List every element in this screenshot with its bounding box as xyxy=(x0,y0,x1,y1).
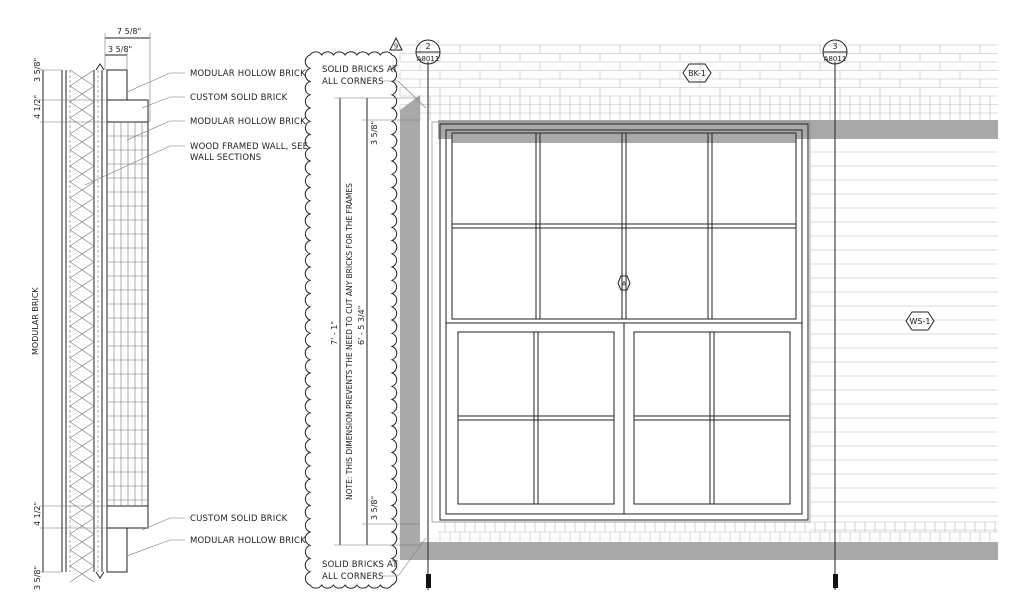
insulation-zigzag xyxy=(69,69,95,583)
callout-leaders xyxy=(84,72,185,557)
grid-bubble-2[interactable]: 2 A8011 xyxy=(415,39,441,65)
dim-side-1: 3 5/8" xyxy=(33,58,42,82)
muntin xyxy=(709,331,715,505)
dim-7-5-8: 7 5/8" xyxy=(117,27,141,36)
muntin xyxy=(457,415,615,421)
window-elevation: 2 A8011 3 A8011 BK-1 WS-1 A xyxy=(399,39,998,590)
dim-side-2: 4 1/2" xyxy=(33,95,42,119)
revision-cloud: 9 SOLID BRICKS AT ALL CORNERS SOLID BRIC… xyxy=(304,36,427,589)
upper-sash xyxy=(451,132,797,320)
grid-number: 3 xyxy=(832,42,837,51)
callout-modular-hollow-brick-1: MODULAR HOLLOW BRICK xyxy=(190,69,306,79)
grid-bubble-3[interactable]: 3 A8011 xyxy=(822,39,848,65)
dim-side-3: 4 1/2" xyxy=(33,502,42,526)
muntin xyxy=(633,415,791,421)
revision-number: 9 xyxy=(394,43,398,51)
bottom-corner-note-1: SOLID BRICKS AT xyxy=(322,560,398,570)
insulation-zigzag xyxy=(69,69,95,583)
callout-modular-hollow-brick-3: MODULAR HOLLOW BRICK xyxy=(190,536,306,546)
tag-text: BK-1 xyxy=(688,69,706,78)
muntin xyxy=(621,132,627,320)
opening-dim: 6' - 5 3/4" xyxy=(357,306,366,345)
brick-tag-bk-1[interactable]: BK-1 xyxy=(682,63,712,83)
jamb-shade xyxy=(400,95,420,560)
revision-triangle[interactable]: 9 xyxy=(389,36,403,51)
window-tag-a[interactable]: A xyxy=(617,275,631,291)
head-shadow xyxy=(452,133,796,143)
dim-side-4: 3 5/8" xyxy=(33,566,42,590)
lower-right-sash xyxy=(633,331,791,505)
modular-brick-label: MODULAR BRICK xyxy=(31,287,40,355)
callout-custom-solid-brick-1: CUSTOM SOLID BRICK xyxy=(190,93,288,103)
overall-dim: 7' - 1" xyxy=(330,321,339,345)
muntin xyxy=(533,331,539,505)
siding-lines xyxy=(810,151,998,531)
brick-coursing xyxy=(399,44,998,542)
muntin xyxy=(451,223,797,229)
tag-text: WS-1 xyxy=(910,317,931,326)
siding-tag-ws-1[interactable]: WS-1 xyxy=(905,311,935,331)
callout-wood-framed-wall-2: WALL SECTIONS xyxy=(190,153,261,163)
sill-shade-band xyxy=(400,542,998,560)
lower-left-sash xyxy=(457,331,615,505)
muntin xyxy=(535,132,541,320)
wall-section-body xyxy=(61,63,149,583)
grid-sheet: A8011 xyxy=(824,55,847,63)
callout-custom-solid-brick-2: CUSTOM SOLID BRICK xyxy=(190,514,288,524)
window-a xyxy=(446,132,802,514)
top-corner-note-1: SOLID BRICKS AT xyxy=(322,65,398,75)
top-corner-note-2: ALL CORNERS xyxy=(322,77,384,87)
grid-sheet: A8011 xyxy=(417,55,440,63)
callout-wood-framed-wall: WOOD FRAMED WALL, SEE xyxy=(190,142,308,152)
grid-number: 2 xyxy=(425,42,430,51)
tag-text: A xyxy=(622,280,627,288)
muntin xyxy=(707,132,713,320)
callout-modular-hollow-brick-2: MODULAR HOLLOW BRICK xyxy=(190,117,306,127)
bottom-corner-note-2: ALL CORNERS xyxy=(322,572,384,582)
wall-section-detail: 7 5/8" 3 5/8" 3 5/8" 4 1/2" 4 1/2" 3 5/8… xyxy=(31,27,308,590)
bottom-small-dim: 3 5/8" xyxy=(370,496,379,520)
dimension-note: NOTE: THIS DIMENSION PREVENTS THE NEED T… xyxy=(345,183,354,500)
dim-3-5-8-top: 3 5/8" xyxy=(108,45,132,54)
top-small-dim: 3 5/8" xyxy=(370,121,379,145)
